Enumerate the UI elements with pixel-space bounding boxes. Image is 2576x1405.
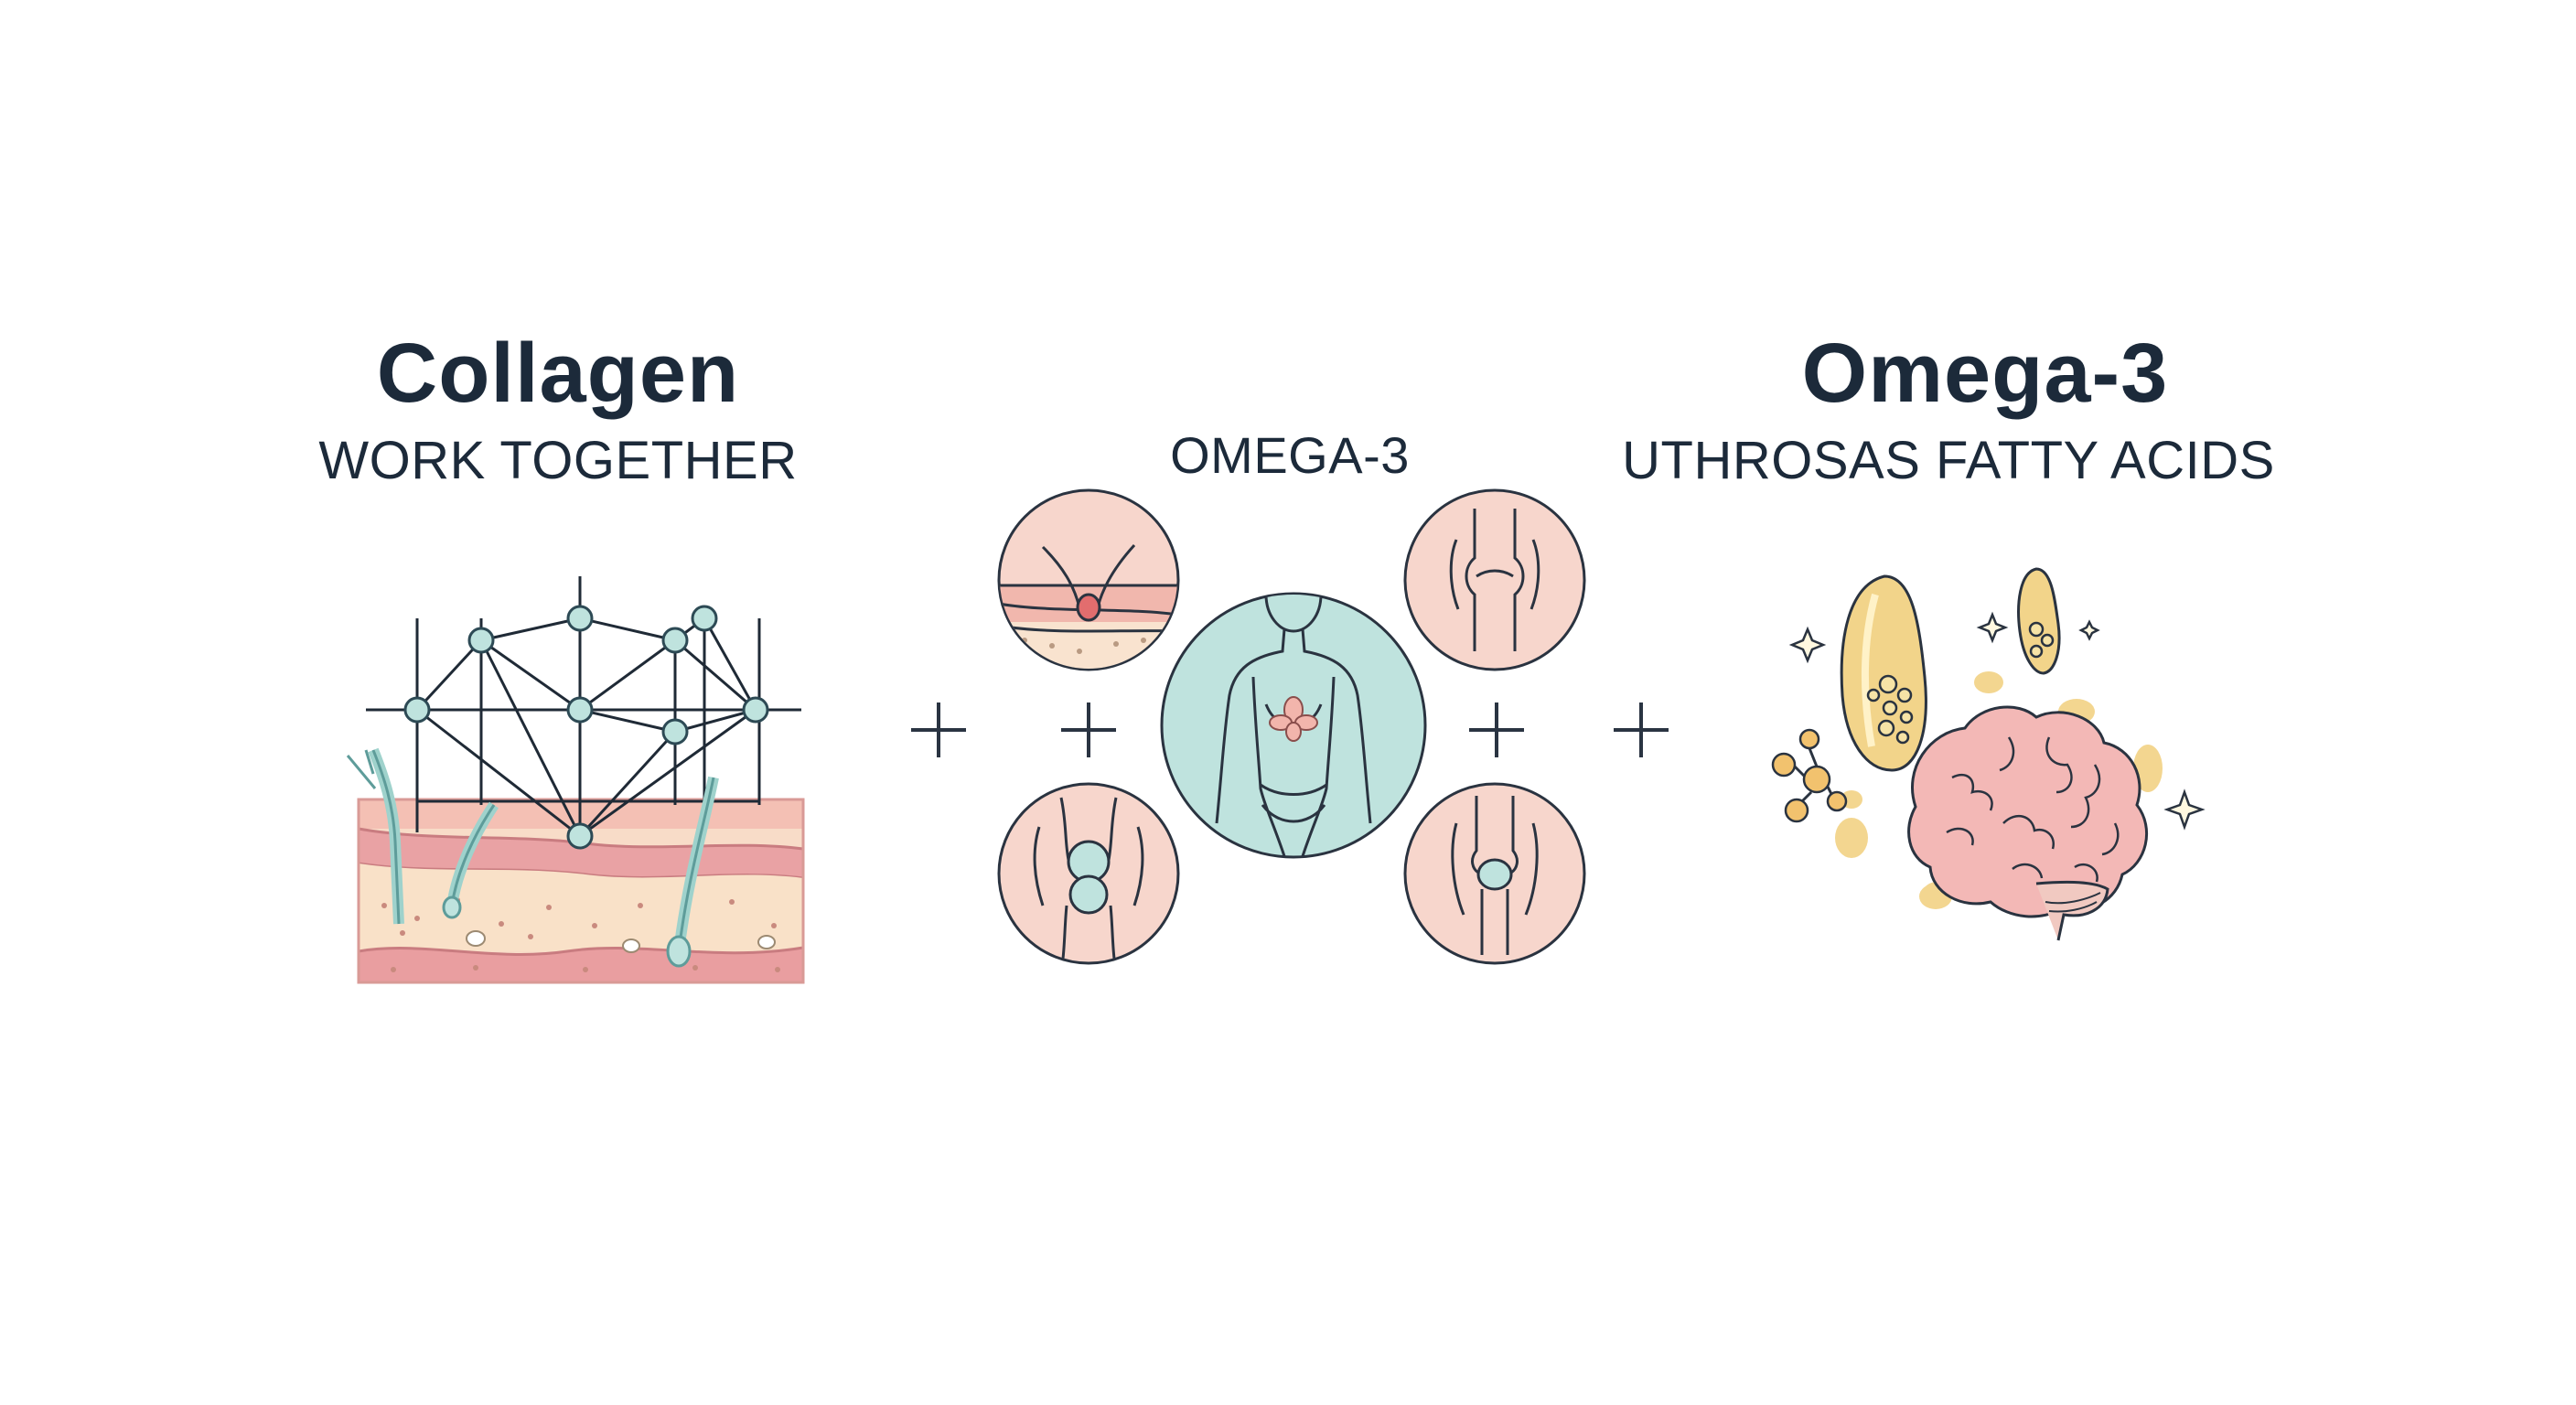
- joint-icon: [1403, 488, 1586, 671]
- knee-joint-icon: [997, 782, 1180, 965]
- collagen-fiber-icon: [346, 747, 719, 968]
- molecule-icon: [1771, 728, 1848, 823]
- plus-icon: [1061, 702, 1116, 757]
- plus-icon: [911, 702, 966, 757]
- skin-cross-section-icon: [997, 488, 1180, 671]
- collagen-title: Collagen: [376, 327, 740, 420]
- brain-icon: [1907, 705, 2149, 941]
- omega-title: Omega-3: [1801, 327, 2169, 420]
- collagen-nodes: [403, 605, 769, 850]
- collagen-subtitle: WORK TOGETHER: [318, 431, 798, 490]
- plus-icon: [1469, 702, 1524, 757]
- body-figure-icon: [1160, 592, 1427, 859]
- fish-oil-capsule-icon: [1840, 574, 1927, 772]
- plus-icon: [1614, 702, 1669, 757]
- omega-center-label: OMEGA-3: [1170, 426, 1410, 484]
- omega-subtitle: UTHROSAS FATTY ACIDS: [1622, 431, 2275, 490]
- knee-joint-icon: [1403, 782, 1586, 965]
- fish-oil-capsule-icon: [2017, 567, 2061, 675]
- sparkle-icon: [1788, 611, 2206, 831]
